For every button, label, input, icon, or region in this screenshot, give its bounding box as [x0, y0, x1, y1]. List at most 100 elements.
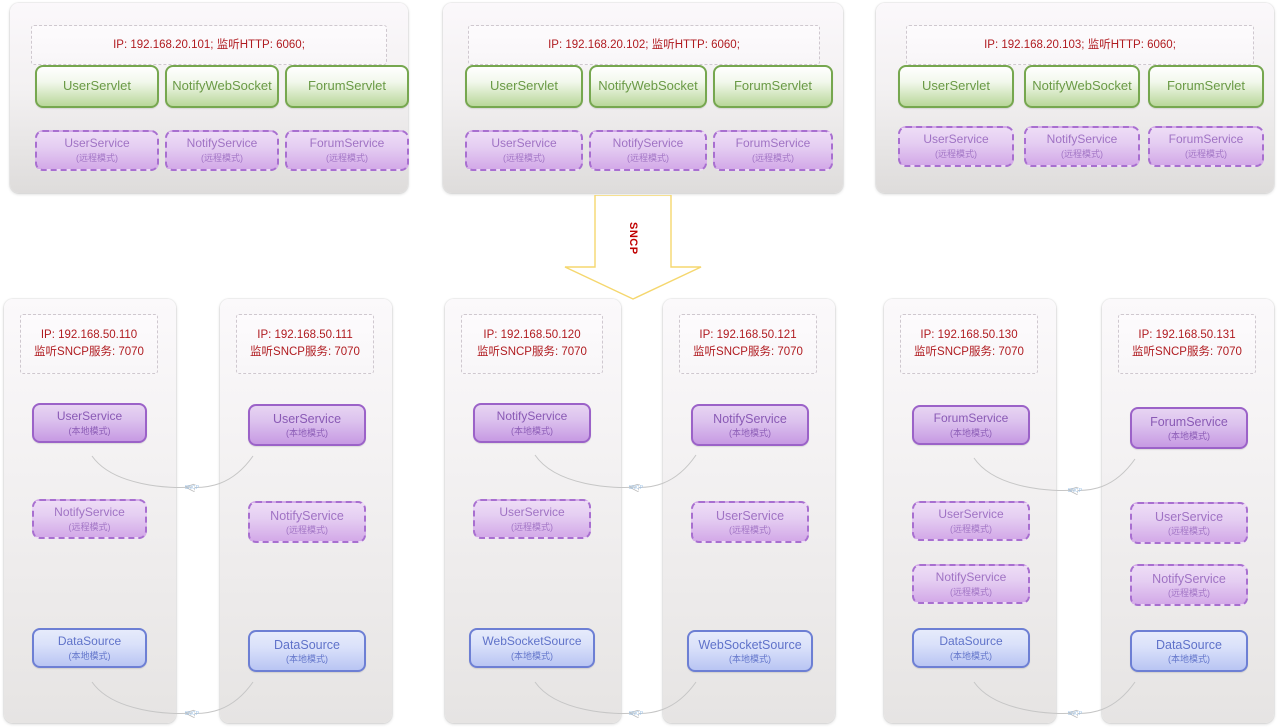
ip-line-1: IP: 192.168.50.111 [257, 329, 353, 342]
service-mode: (远程模式) [201, 153, 243, 164]
service-box-notifyservice-remote[interactable]: NotifyService (远程模式) [32, 499, 147, 539]
source-box-datasource-local[interactable]: DataSource (本地模式) [1130, 630, 1248, 672]
ip-line-2: 监听SNCP服务: 7070 [34, 346, 144, 358]
sncp-node-panel-111[interactable]: IP: 192.168.50.111 监听SNCP服务: 7070 UserSe… [220, 299, 392, 723]
ip-line-1: IP: 192.168.50.121 [699, 329, 797, 342]
service-label: UserService [491, 136, 557, 151]
service-box-forum-remote[interactable]: ForumService (远程模式) [1148, 126, 1264, 167]
source-box-datasource-local[interactable]: DataSource (本地模式) [248, 630, 366, 672]
service-label: NotifyService [713, 411, 787, 426]
service-label: NotifyService [1046, 132, 1118, 147]
source-mode: (本地模式) [1168, 654, 1210, 665]
service-label: UserService [499, 504, 565, 519]
service-label: UserService [64, 136, 130, 151]
servlet-box-user[interactable]: UserServlet [35, 65, 159, 108]
service-box-notifyservice-remote[interactable]: NotifyService (远程模式) [912, 564, 1030, 604]
servlet-label: UserServlet [490, 78, 558, 94]
source-box-datasource-local[interactable]: DataSource (本地模式) [32, 628, 147, 668]
sncp-node-panel-120[interactable]: IP: 192.168.50.120 监听SNCP服务: 7070 Notify… [445, 299, 621, 723]
servlet-box-user[interactable]: UserServlet [898, 65, 1014, 108]
service-box-userservice-remote[interactable]: UserService (远程模式) [473, 499, 591, 539]
service-box-forumservice-local[interactable]: ForumService (本地模式) [1130, 407, 1248, 449]
link-label: SNCP [185, 485, 200, 491]
service-box-notifyservice-remote[interactable]: NotifyService (远程模式) [1130, 564, 1248, 606]
service-box-notify-remote[interactable]: NotifyService (远程模式) [1024, 126, 1140, 167]
service-label: NotifyService [270, 508, 344, 523]
ip-header-110: IP: 192.168.50.110 监听SNCP服务: 7070 [20, 314, 158, 374]
ip-line-1: IP: 192.168.20.101; 监听HTTP: 6060; [113, 38, 305, 51]
service-box-notify-remote[interactable]: NotifyService (远程模式) [165, 130, 279, 171]
ip-line-1: IP: 192.168.20.103; 监听HTTP: 6060; [984, 38, 1176, 51]
service-mode: (远程模式) [729, 525, 771, 536]
servlet-box-notify[interactable]: NotifyWebSocket [1024, 65, 1140, 108]
service-mode: (远程模式) [1168, 588, 1210, 599]
ip-header-111: IP: 192.168.50.111 监听SNCP服务: 7070 [236, 314, 374, 374]
sncp-arrow-label: SNCP [627, 222, 639, 255]
service-box-notifyservice-remote[interactable]: NotifyService (远程模式) [248, 501, 366, 543]
servlet-box-notify[interactable]: NotifyWebSocket [589, 65, 707, 108]
service-box-userservice-local[interactable]: UserService (本地模式) [32, 403, 147, 443]
service-box-forum-remote[interactable]: ForumService (远程模式) [285, 130, 409, 171]
service-box-user-remote[interactable]: UserService (远程模式) [898, 126, 1014, 167]
ip-line-2: 监听SNCP服务: 7070 [1132, 346, 1242, 358]
service-label: UserService [938, 506, 1004, 521]
source-box-datasource-local[interactable]: DataSource (本地模式) [912, 628, 1030, 668]
service-box-notifyservice-local[interactable]: NotifyService (本地模式) [473, 403, 591, 443]
servlet-box-forum[interactable]: ForumServlet [1148, 65, 1264, 108]
ip-line-1: IP: 192.168.50.110 [40, 329, 138, 342]
service-box-userservice-remote[interactable]: UserService (远程模式) [1130, 502, 1248, 544]
source-box-websocketsource-local[interactable]: WebSocketSource (本地模式) [687, 630, 813, 672]
service-label: UserService [1154, 509, 1224, 524]
source-label: DataSource [939, 633, 1003, 648]
source-label: DataSource [57, 633, 122, 648]
sncp-node-panel-110[interactable]: IP: 192.168.50.110 监听SNCP服务: 7070 UserSe… [4, 299, 176, 723]
service-mode: (远程模式) [286, 525, 328, 536]
sncp-node-panel-121[interactable]: IP: 192.168.50.121 监听SNCP服务: 7070 Notify… [663, 299, 835, 723]
servlet-box-forum[interactable]: ForumServlet [713, 65, 833, 108]
source-box-websocketsource-local[interactable]: WebSocketSource (本地模式) [469, 628, 595, 668]
http-node-panel-3[interactable]: IP: 192.168.20.103; 监听HTTP: 6060; UserSe… [876, 3, 1274, 193]
ip-line-2: 监听SNCP服务: 7070 [914, 346, 1024, 358]
link-label: SNCP [629, 711, 644, 717]
service-label: ForumService [933, 410, 1009, 425]
service-box-userservice-local[interactable]: UserService (本地模式) [248, 404, 366, 446]
service-label: ForumService [735, 136, 811, 151]
servlet-label: NotifyWebSocket [598, 78, 698, 94]
service-box-user-remote[interactable]: UserService (远程模式) [35, 130, 159, 171]
sncp-node-panel-130[interactable]: IP: 192.168.50.130 监听SNCP服务: 7070 ForumS… [884, 299, 1056, 723]
http-node-panel-2[interactable]: IP: 192.168.20.102; 监听HTTP: 6060; UserSe… [443, 3, 843, 193]
ip-line-2: 监听SNCP服务: 7070 [250, 346, 360, 358]
http-node-panel-1[interactable]: IP: 192.168.20.101; 监听HTTP: 6060; UserSe… [10, 3, 409, 193]
ip-line-2: 监听SNCP服务: 7070 [477, 346, 587, 358]
source-label: DataSource [273, 637, 340, 652]
service-box-notify-remote[interactable]: NotifyService (远程模式) [589, 130, 707, 171]
ip-header-1: IP: 192.168.20.101; 监听HTTP: 6060; [31, 25, 387, 65]
link-label: SNCP [1068, 488, 1083, 494]
source-label: WebSocketSource [482, 633, 582, 648]
ip-line-1: IP: 192.168.50.120 [483, 329, 581, 342]
sncp-node-panel-131[interactable]: IP: 192.168.50.131 监听SNCP服务: 7070 ForumS… [1102, 299, 1274, 723]
servlet-box-user[interactable]: UserServlet [465, 65, 583, 108]
service-box-user-remote[interactable]: UserService (远程模式) [465, 130, 583, 171]
servlet-box-forum[interactable]: ForumServlet [285, 65, 409, 108]
service-box-userservice-remote[interactable]: UserService (远程模式) [691, 501, 809, 543]
ip-line-2: 监听SNCP服务: 7070 [693, 346, 803, 358]
servlet-label: ForumServlet [307, 78, 387, 94]
service-mode: (本地模式) [511, 425, 553, 436]
service-box-forumservice-local[interactable]: ForumService (本地模式) [912, 405, 1030, 445]
servlet-label: UserServlet [922, 78, 990, 94]
servlet-label: UserServlet [63, 78, 131, 94]
ip-line-1: IP: 192.168.50.130 [920, 329, 1018, 342]
service-label: ForumService [1150, 414, 1228, 429]
service-box-forum-remote[interactable]: ForumService (远程模式) [713, 130, 833, 171]
service-box-userservice-remote[interactable]: UserService (远程模式) [912, 501, 1030, 541]
service-mode: (本地模式) [286, 428, 328, 439]
source-mode: (本地模式) [511, 650, 553, 661]
service-mode: (本地模式) [950, 427, 992, 438]
service-mode: (远程模式) [1185, 149, 1227, 160]
service-box-notifyservice-local[interactable]: NotifyService (本地模式) [691, 404, 809, 446]
servlet-box-notify[interactable]: NotifyWebSocket [165, 65, 279, 108]
ip-header-131: IP: 192.168.50.131 监听SNCP服务: 7070 [1118, 314, 1256, 374]
service-label: NotifyService [496, 408, 568, 423]
